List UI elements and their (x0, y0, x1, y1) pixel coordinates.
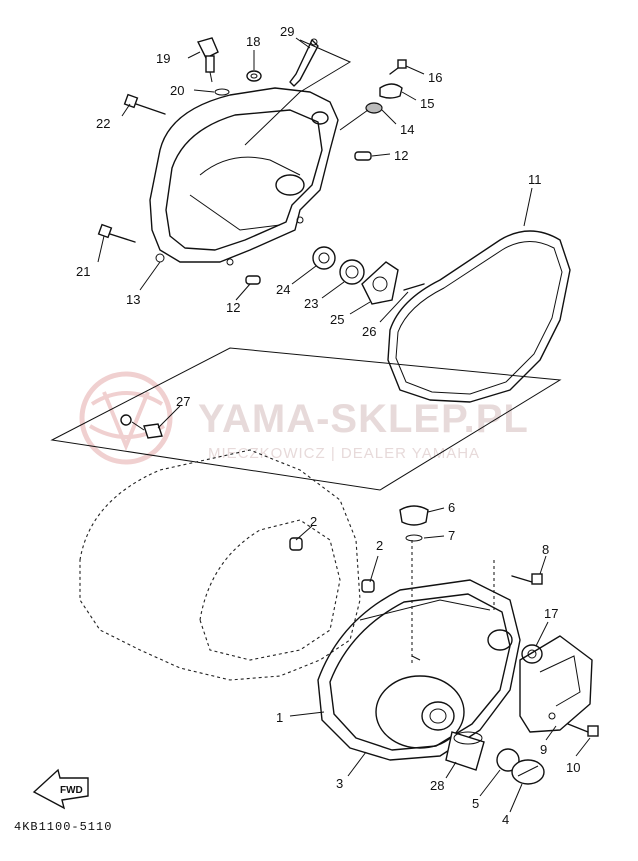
oring-7 (405, 534, 423, 542)
callout-2a: 2 (310, 514, 317, 529)
callout-20: 20 (170, 83, 184, 98)
callout-10: 10 (566, 760, 580, 775)
callout-4: 4 (502, 812, 509, 827)
part-19 (196, 37, 219, 83)
watermark-main-text: YAMA-SKLEP.PL (198, 397, 529, 441)
screw-26 (403, 283, 425, 291)
callout-25: 25 (330, 312, 344, 327)
bearing-23 (339, 259, 365, 285)
crankcase-dashed-inner (199, 519, 341, 661)
leader-lines (97, 37, 591, 813)
callout-17: 17 (544, 606, 558, 621)
callout-15: 15 (420, 96, 434, 111)
watermark-sub-text: MIECZKOWICZ | DEALER YAMAHA (208, 445, 480, 462)
callout-24: 24 (276, 282, 290, 297)
cap-15 (379, 83, 403, 99)
bolt-8 (511, 573, 543, 585)
callout-12a: 12 (394, 148, 408, 163)
callout-14: 14 (400, 122, 414, 137)
gasket-11 (387, 230, 571, 403)
crankcase-cover-13 (149, 87, 339, 266)
callout-5: 5 (472, 796, 479, 811)
callout-13: 13 (126, 292, 140, 307)
callout-8: 8 (542, 542, 549, 557)
seal-14 (339, 102, 383, 131)
callout-16: 16 (428, 70, 442, 85)
callout-27: 27 (176, 394, 190, 409)
callout-11: 11 (528, 172, 542, 187)
callout-1: 1 (276, 710, 283, 725)
group-frame-line (244, 91, 301, 146)
drawing-code: 4KB1100-5110 (14, 820, 112, 834)
group-frame-lower (50, 347, 562, 491)
fwd-label: FWD (60, 785, 83, 796)
plug-6 (399, 505, 429, 526)
clutch-cover-3 (317, 540, 521, 761)
plug-4 (511, 759, 545, 785)
callout-2b: 2 (376, 538, 383, 553)
callout-6: 6 (448, 500, 455, 515)
callout-29: 29 (280, 24, 294, 39)
oring-20 (214, 88, 230, 96)
callout-18: 18 (246, 34, 260, 49)
fwd-arrow-icon: FWD (32, 768, 89, 810)
callout-22: 22 (96, 116, 110, 131)
dowel-12a (354, 151, 372, 161)
callout-3: 3 (336, 776, 343, 791)
callout-9: 9 (540, 742, 547, 757)
callouts: 19 20 18 29 16 15 14 12 22 21 13 12 24 2… (76, 24, 580, 827)
callout-7: 7 (448, 528, 455, 543)
callout-26: 26 (362, 324, 376, 339)
callout-21: 21 (76, 264, 90, 279)
part-27 (120, 414, 163, 439)
seal-24 (312, 246, 336, 270)
screw-16 (389, 59, 407, 75)
dowel-2a (289, 537, 303, 551)
crankcase-dashed-outline (79, 449, 361, 681)
part-18 (246, 70, 262, 82)
bolt-22 (123, 93, 166, 115)
dowel-12b (245, 275, 261, 285)
callout-23: 23 (304, 296, 318, 311)
dowel-2b (361, 579, 375, 593)
seal-17 (521, 644, 543, 664)
callout-19: 19 (156, 51, 170, 66)
plate-25 (361, 261, 399, 305)
bolt-21 (97, 223, 136, 243)
gasket-11-inner (395, 241, 563, 395)
watermark: YAMA-SKLEP.PL MIECZKOWICZ | DEALER YAMAH… (79, 371, 529, 465)
callout-12b: 12 (226, 300, 240, 315)
lever-29 (289, 38, 319, 87)
collar-28 (445, 731, 485, 771)
callout-28: 28 (430, 778, 444, 793)
guard-9 (519, 635, 593, 733)
screw-10 (567, 723, 599, 737)
oring-5 (496, 748, 520, 772)
